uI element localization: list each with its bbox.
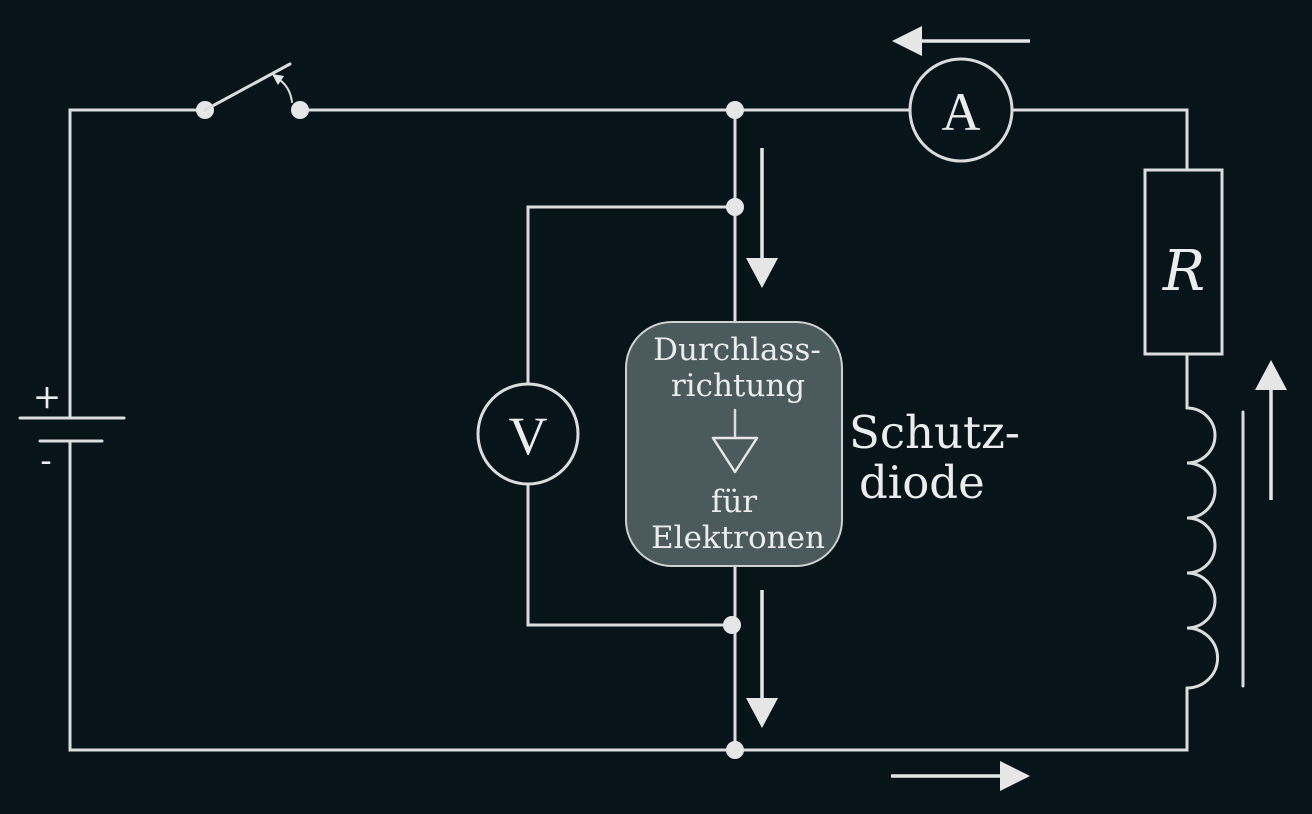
- arrow-top-left: [892, 26, 1030, 56]
- diode-text-line1: Durchlass-: [653, 332, 821, 368]
- node-voltmeter-top: [726, 198, 744, 216]
- node-bottom-center: [726, 741, 744, 759]
- resistor: R: [1143, 168, 1224, 356]
- wire-left-bottom: [68, 439, 1189, 752]
- switch-lever: [203, 62, 292, 112]
- switch: [196, 62, 309, 119]
- schutzdiode-label: Schutz- diode: [849, 406, 1020, 509]
- arrow-coil-up: [1255, 360, 1287, 500]
- arrow-bottom-right: [891, 761, 1030, 791]
- wire-voltmeter-bottom: [526, 482, 737, 627]
- flow-arrows: [746, 26, 1287, 791]
- diode-text-line3: für: [711, 484, 757, 520]
- node-voltmeter-bottom: [723, 616, 741, 634]
- resistor-body: [1143, 168, 1224, 356]
- voltmeter: V: [476, 382, 580, 486]
- voltmeter-circle: [476, 382, 580, 486]
- wire-voltmeter-top: [526, 205, 737, 386]
- battery-plus-label: +: [33, 377, 62, 417]
- arrow-center-upper-down: [746, 148, 778, 288]
- ammeter-circle: [908, 57, 1014, 163]
- ammeter: A: [908, 57, 1014, 163]
- diode-text-line2: richtung: [671, 368, 805, 404]
- arrow-center-lower-down: [746, 590, 778, 728]
- diode-symbol-triangle-icon: [711, 436, 759, 474]
- ammeter-label: A: [942, 82, 981, 142]
- inductor: [1185, 406, 1245, 690]
- diode-text-line4: Elektronen: [651, 520, 825, 556]
- voltmeter-label: V: [509, 406, 548, 466]
- schutzdiode-line2: diode: [859, 456, 985, 509]
- inductor-windings: [1185, 406, 1219, 690]
- junction-nodes: [723, 101, 744, 759]
- wire-left-top: [68, 108, 207, 420]
- switch-contact-right: [291, 101, 309, 119]
- diode-box-body: [625, 321, 843, 567]
- battery: + -: [18, 377, 126, 481]
- battery-minus-label: -: [40, 441, 52, 481]
- wire-top-right: [1010, 108, 1189, 172]
- switch-swing-arrowhead: [272, 74, 284, 85]
- node-top-center: [726, 101, 744, 119]
- schutzdiode-line1: Schutz-: [849, 406, 1020, 459]
- diode-box: Durchlass- richtung für Elektronen: [625, 321, 843, 567]
- resistor-label: R: [1162, 239, 1205, 304]
